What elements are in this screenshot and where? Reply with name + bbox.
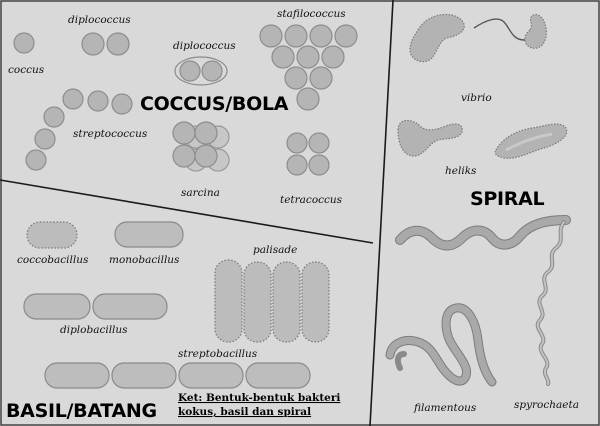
palisade-group: palisade	[214, 244, 330, 343]
coccus-cell	[284, 66, 308, 90]
label-diplococcus-capsule: diplococcus	[173, 40, 236, 52]
coccus-cell	[194, 121, 218, 145]
divider-diagonal	[0, 179, 374, 244]
coccus-cell	[308, 132, 330, 154]
palisade-cell	[272, 261, 301, 343]
caption-line-2: kokus, basil dan spiral	[178, 406, 311, 418]
coccus-cell	[334, 24, 358, 48]
coccus-cell	[87, 90, 109, 112]
label-coccus: coccus	[8, 64, 45, 76]
palisade-cell	[214, 259, 243, 343]
coccus-cell	[296, 45, 320, 69]
coccus-cell	[43, 106, 65, 128]
label-palisade: palisade	[253, 244, 297, 256]
filament-cell	[386, 304, 496, 386]
spyrochaeta-group: spyrochaeta	[514, 220, 579, 411]
diplococcus-cell	[179, 60, 201, 82]
heliks-group: heliks	[397, 119, 568, 177]
spyrochaeta-outline	[535, 220, 566, 386]
diplococcus-cell	[201, 60, 223, 82]
coccus-cell	[309, 66, 333, 90]
diplococcus-group: diplococcus	[68, 14, 131, 56]
label-sarcina: sarcina	[181, 187, 220, 199]
label-tetracoccus: tetracoccus	[280, 194, 343, 206]
coccus-cell	[271, 45, 295, 69]
vibrio-cell	[409, 13, 465, 63]
section-title-basil: BASIL/BATANG	[6, 400, 157, 422]
section-title-spiral: SPIRAL	[470, 188, 545, 210]
diplococcus-cell	[106, 32, 130, 56]
label-streptobacillus: streptobacillus	[178, 348, 258, 360]
coccobacillus-group: coccobacillus	[17, 221, 89, 266]
coccus-cell	[111, 93, 133, 115]
coccus-cell	[172, 121, 196, 145]
label-monobacillus: monobacillus	[109, 254, 180, 266]
label-stafilococcus: stafilococcus	[277, 8, 346, 20]
diplococcus-capsule-group: diplococcus	[173, 40, 236, 86]
filament-end	[394, 351, 407, 371]
coccus-cell	[25, 149, 47, 171]
coccus-cell	[308, 154, 330, 176]
streptobacillus-cell	[44, 362, 110, 389]
caption-line-1: Ket: Bentuk-bentuk bakteri	[178, 392, 340, 404]
capsule	[174, 56, 228, 86]
coccus-group: coccus	[8, 32, 45, 76]
coccus-cell	[286, 154, 308, 176]
tetracoccus-group: tetracoccus	[280, 132, 343, 206]
stafilococcus-group: stafilococcus	[259, 8, 358, 111]
diplobacillus-group: diplobacillus	[23, 293, 168, 336]
monobacillus-group: monobacillus	[109, 221, 184, 266]
filamentous-group: filamentous	[385, 303, 497, 414]
streptobacillus-group: streptobacillus	[44, 348, 311, 389]
diplococcus-cell	[81, 32, 105, 56]
diplobacillus-cell	[92, 293, 168, 320]
coccus-cell	[34, 128, 56, 150]
label-diplococcus: diplococcus	[68, 14, 131, 26]
coccus-cell	[296, 87, 320, 111]
label-heliks: heliks	[445, 165, 477, 177]
section-title-coccus: COCCUS/BOLA	[140, 93, 289, 115]
spyrochaeta-cell	[536, 221, 565, 385]
coccus-cell	[309, 24, 333, 48]
streptobacillus-cell	[245, 362, 311, 389]
streptobacillus-cell	[111, 362, 177, 389]
divider-vertical	[369, 0, 394, 426]
coccus-cell	[172, 144, 196, 168]
coccus-cell	[13, 32, 35, 54]
vibrio-cell	[524, 13, 547, 49]
diplobacillus-cell	[23, 293, 91, 320]
caption-note: Ket: Bentuk-bentuk bakteri kokus, basil …	[178, 392, 340, 418]
label-streptococcus: streptococcus	[73, 128, 148, 140]
label-spyrochaeta: spyrochaeta	[514, 399, 579, 411]
palisade-cell	[243, 261, 272, 343]
filamentous-wave-group	[395, 215, 571, 251]
heliks-highlight	[505, 132, 553, 152]
wave-cell	[396, 216, 570, 250]
heliks-cell	[494, 123, 568, 159]
coccus-cell	[194, 144, 218, 168]
heliks-cell	[397, 119, 463, 157]
monobacillus-cell	[114, 221, 184, 248]
streptococcus-group: streptococcus	[25, 88, 148, 171]
coccus-cell	[62, 88, 84, 110]
coccus-cell	[286, 132, 308, 154]
palisade-cell	[301, 261, 330, 343]
label-diplobacillus: diplobacillus	[60, 324, 128, 336]
vibrio-group: vibrio	[409, 13, 547, 104]
streptobacillus-cell	[178, 362, 244, 389]
coccobacillus-cell	[26, 221, 78, 249]
coccus-cell	[321, 45, 345, 69]
label-vibrio: vibrio	[461, 92, 492, 104]
label-coccobacillus: coccobacillus	[17, 254, 89, 266]
coccus-cell	[259, 24, 283, 48]
sarcina-group: sarcina	[172, 121, 230, 199]
coccus-cell	[284, 24, 308, 48]
label-filamentous: filamentous	[413, 402, 477, 414]
